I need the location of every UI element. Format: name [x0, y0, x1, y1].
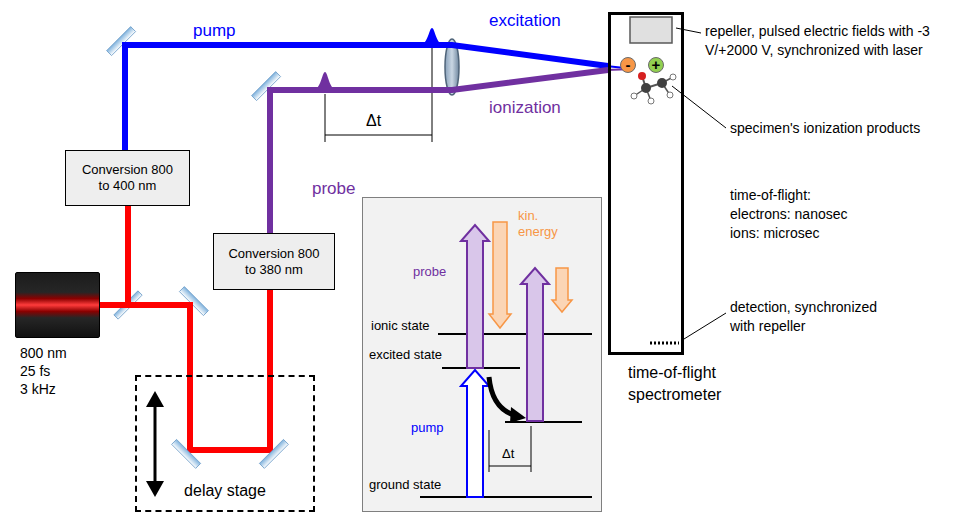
annotation: electrons: nanosec	[730, 205, 848, 224]
probe-arrow	[461, 225, 489, 368]
annotation: repeller, pulsed electric fields with -3…	[705, 22, 943, 60]
hydrogen-atom	[648, 98, 654, 104]
node-text: Δt	[502, 446, 514, 462]
delay-bracket	[531, 426, 532, 472]
charge-sign: -	[626, 57, 631, 72]
leader-line	[672, 86, 726, 128]
arrow-head	[146, 481, 164, 497]
leader-line	[676, 28, 701, 33]
hydrogen-atom	[667, 92, 673, 98]
molecule	[631, 72, 676, 104]
travel-arrow	[154, 404, 157, 484]
ion-symbol: +	[648, 57, 664, 73]
delay-stage: delay stage	[135, 375, 315, 512]
hydrogen-atom	[631, 93, 637, 99]
laser-beam	[125, 45, 608, 150]
conversion-box: Conversion 800 to 380 nm	[213, 233, 335, 290]
laser-source: 800 nm25 fs3 kHz	[15, 272, 100, 338]
conversion-box: Conversion 800 to 400 nm	[65, 150, 190, 206]
delay-label: Δt	[366, 110, 381, 132]
leader-line	[684, 313, 726, 339]
carbon-atom	[657, 78, 667, 88]
node-text: ground state	[369, 477, 441, 493]
probe-arrow	[521, 268, 549, 421]
mirror-surface	[259, 439, 288, 468]
node-text: 3 kHz	[20, 381, 56, 398]
mirror-surface	[179, 287, 208, 316]
laser-beam	[270, 70, 608, 233]
carbon-atom	[641, 83, 651, 93]
hydrogen-atom	[670, 74, 676, 80]
node-text: time-of-flight spectrometer	[628, 362, 768, 407]
beam-label: excitation	[489, 10, 561, 33]
repeller-plate	[630, 17, 672, 43]
mirror	[107, 27, 136, 56]
node-text: excited state	[369, 347, 442, 363]
mirror	[179, 287, 208, 316]
charge-sign: +	[652, 57, 661, 72]
detector	[650, 342, 679, 345]
annotation: ions: microsec	[730, 224, 819, 243]
annotation: detection, synchronized with repeller	[730, 298, 902, 336]
delay-bracket	[432, 48, 433, 142]
node-text: probe	[413, 264, 446, 280]
time-of-flight-spectrometer: time-of-flight spectrometer-+	[608, 12, 684, 355]
energy-level	[438, 333, 592, 335]
annotation: specimen's ionization products	[730, 119, 920, 138]
energy-diagram: probe kin. energy ionic state excited state…	[362, 197, 602, 512]
mirror-surface	[252, 72, 281, 101]
beam-label: ionization	[489, 97, 561, 120]
node-text: delay stage	[137, 481, 313, 500]
mirror	[259, 439, 288, 468]
node-text: kin. energy	[518, 208, 564, 239]
energy-level	[420, 496, 592, 498]
arrow-head	[146, 391, 164, 407]
inset-panel	[362, 197, 602, 512]
mirror-surface	[107, 27, 136, 56]
node-text: Conversion 800 to 400 nm	[78, 162, 178, 193]
electron-symbol: -	[620, 57, 636, 73]
arrow-head	[510, 407, 526, 423]
laser-beam	[100, 206, 128, 305]
mirror	[172, 439, 201, 468]
mirror	[252, 72, 281, 101]
delay-bracket	[489, 466, 531, 467]
node-text: Conversion 800 to 380 nm	[224, 246, 324, 277]
kinetic-energy-arrow	[552, 268, 572, 312]
laser-beam	[100, 305, 190, 375]
beam-label: pump	[193, 20, 236, 43]
mirror-surface	[172, 439, 201, 468]
node-text: pump	[411, 420, 444, 436]
kinetic-energy-arrow	[489, 222, 511, 328]
node-text: 25 fs	[20, 363, 50, 380]
node-text: ionic state	[371, 318, 430, 334]
pump-arrow	[461, 370, 489, 497]
laser-beam	[267, 290, 273, 375]
relaxation-arrow	[489, 377, 514, 415]
annotation: time-of-flight:	[730, 186, 811, 205]
laser-beam	[190, 375, 270, 450]
node-text: 800 nm	[20, 345, 67, 362]
beam-label: probe	[312, 178, 355, 201]
oxygen-atom	[638, 72, 646, 80]
delay-bracket	[325, 135, 432, 136]
